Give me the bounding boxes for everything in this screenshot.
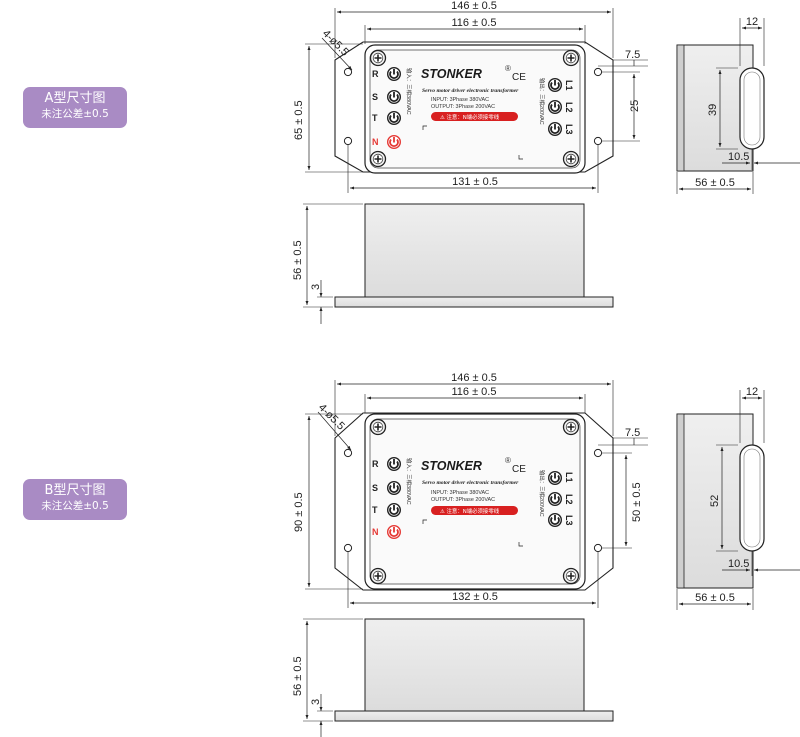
terminal-label: S bbox=[372, 483, 378, 493]
input-note: 输入：三相380VAC bbox=[405, 68, 413, 115]
terminal-icon bbox=[547, 512, 563, 528]
terminal-label: S bbox=[372, 92, 378, 102]
type-a-side-view: 12 39 10.5 56 ± 0.5 bbox=[676, 16, 800, 194]
dim-front-height: 56 ± 0.5 bbox=[292, 656, 304, 696]
terminal-icon bbox=[386, 89, 402, 105]
brand-logo: STONKER bbox=[421, 459, 482, 473]
output-spec: OUTPUT: 3Phase 200VAC bbox=[431, 497, 495, 503]
type-b-side-view: 12 52 10.5 56 ± 0.5 bbox=[676, 386, 800, 610]
terminal-n-icon bbox=[386, 134, 402, 150]
dim-width-body: 116 ± 0.5 bbox=[452, 386, 497, 398]
terminal-label: L2 bbox=[564, 102, 574, 113]
type-b-top-view: R S T N 输入：三相380VAC L1 L2 L3 输出：三相200VAC… bbox=[293, 372, 648, 608]
terminal-icon bbox=[547, 470, 563, 486]
screw-icon bbox=[562, 567, 580, 585]
terminal-label: N bbox=[372, 527, 379, 537]
dim-slot-length: 52 bbox=[709, 495, 721, 507]
dim-holes: 4-ø5.5 bbox=[320, 28, 351, 59]
terminal-label: R bbox=[372, 459, 379, 469]
dim-holes: 4-ø5.5 bbox=[316, 402, 347, 433]
dim-edge-offset: 7.5 bbox=[625, 427, 640, 439]
terminal-icon bbox=[386, 480, 402, 496]
dim-flange: 3 bbox=[310, 284, 322, 290]
dim-slot-offset: 10.5 bbox=[728, 558, 749, 570]
terminal-label: T bbox=[372, 113, 378, 123]
output-note: 输出：三相200VAC bbox=[538, 78, 546, 125]
screw-icon bbox=[369, 150, 387, 168]
dim-slot-width: 12 bbox=[746, 386, 758, 398]
output-spec: OUTPUT: 3Phase 200VAC bbox=[431, 104, 495, 110]
reg-mark: ® bbox=[505, 64, 511, 73]
terminal-label: R bbox=[372, 69, 379, 79]
output-note: 输出：三相200VAC bbox=[538, 470, 546, 517]
screw-icon bbox=[369, 49, 387, 67]
input-note: 输入：三相380VAC bbox=[405, 458, 413, 505]
brand-logo: STONKER bbox=[421, 67, 482, 81]
warning-label: ⚠ 注意：N端必须接零线 bbox=[440, 113, 500, 121]
dim-height: 90 ± 0.5 bbox=[293, 492, 305, 532]
type-a-badge: A型尺寸图 未注公差±0.5 bbox=[23, 87, 127, 128]
product-subtitle: Servo motor driver electronic transforme… bbox=[422, 88, 519, 94]
ce-mark: CE bbox=[512, 464, 526, 475]
warning-label: ⚠ 注意：N端必须接零线 bbox=[440, 507, 500, 515]
dim-edge-offset: 7.5 bbox=[625, 49, 640, 61]
terminal-label: N bbox=[372, 137, 379, 147]
dim-slot-width: 12 bbox=[746, 16, 758, 28]
screw-icon bbox=[562, 150, 580, 168]
terminal-icon bbox=[547, 77, 563, 93]
ce-mark: CE bbox=[512, 72, 526, 83]
dim-width-body: 116 ± 0.5 bbox=[452, 17, 497, 29]
badge-title: A型尺寸图 bbox=[44, 91, 106, 106]
dim-side-depth: 56 ± 0.5 bbox=[695, 177, 735, 189]
dim-flange: 3 bbox=[310, 699, 322, 705]
screw-icon bbox=[369, 567, 387, 585]
badge-note: 未注公差±0.5 bbox=[41, 500, 109, 512]
terminal-icon bbox=[547, 121, 563, 137]
dim-hole-pitch-h: 132 ± 0.5 bbox=[452, 591, 498, 603]
dim-width-overall: 146 ± 0.5 bbox=[451, 0, 497, 12]
terminal-label: T bbox=[372, 505, 378, 515]
dim-hole-pitch-h: 131 ± 0.5 bbox=[452, 176, 498, 188]
terminal-icon bbox=[547, 99, 563, 115]
terminal-icon bbox=[386, 456, 402, 472]
terminal-icon bbox=[386, 66, 402, 82]
dim-hole-pitch-v: 25 bbox=[629, 100, 641, 112]
terminal-label: L3 bbox=[564, 124, 574, 135]
badge-note: 未注公差±0.5 bbox=[41, 108, 109, 120]
dim-slot-offset: 10.5 bbox=[728, 151, 749, 163]
terminal-n-icon bbox=[386, 524, 402, 540]
dim-slot-length: 39 bbox=[707, 104, 719, 116]
dim-height: 65 ± 0.5 bbox=[293, 100, 305, 140]
type-b-front-view: 56 ± 0.5 3 bbox=[292, 618, 614, 737]
terminal-label: L2 bbox=[564, 494, 574, 505]
dim-width-overall: 146 ± 0.5 bbox=[451, 372, 497, 384]
input-spec: INPUT: 3Phase 380VAC bbox=[431, 490, 489, 496]
type-a-top-view: R S T N 输入：三相380VAC L1 L2 L3 输出：三相200VAC… bbox=[293, 0, 648, 193]
dim-hole-pitch-v: 50 ± 0.5 bbox=[631, 482, 643, 522]
product-subtitle: Servo motor driver electronic transforme… bbox=[422, 480, 519, 486]
terminal-icon bbox=[386, 110, 402, 126]
badge-title: B型尺寸图 bbox=[44, 483, 106, 498]
terminal-label: L1 bbox=[564, 472, 574, 483]
terminal-icon bbox=[386, 502, 402, 518]
reg-mark: ® bbox=[505, 456, 511, 465]
screw-icon bbox=[369, 418, 387, 436]
screw-icon bbox=[562, 49, 580, 67]
type-b-badge: B型尺寸图 未注公差±0.5 bbox=[23, 479, 127, 520]
terminal-label: L3 bbox=[564, 515, 574, 526]
terminal-icon bbox=[547, 491, 563, 507]
dim-front-height: 56 ± 0.5 bbox=[292, 240, 304, 280]
terminal-label: L1 bbox=[564, 80, 574, 91]
input-spec: INPUT: 3Phase 380VAC bbox=[431, 97, 489, 103]
screw-icon bbox=[562, 418, 580, 436]
type-a-front-view: 56 ± 0.5 3 bbox=[292, 203, 614, 324]
dim-side-depth: 56 ± 0.5 bbox=[695, 592, 735, 604]
